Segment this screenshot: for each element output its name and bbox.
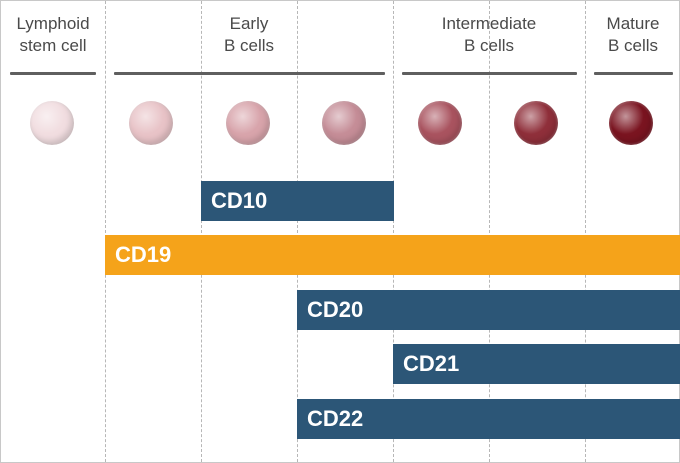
cell-intermediate-1 — [418, 101, 462, 145]
cell-early-3 — [322, 101, 366, 145]
header-line: Early — [229, 14, 269, 33]
cell-lymphoid-stem-cell — [30, 101, 74, 145]
header-line: B cells — [463, 36, 515, 55]
marker-label: CD21 — [403, 351, 460, 376]
marker-bar-cd10: CD10 — [201, 181, 394, 221]
header-lymphoid-stem-cell: Lymphoid stem cell — [1, 13, 105, 57]
header-line: Intermediate — [441, 14, 537, 33]
header-underline — [402, 72, 577, 75]
marker-label: CD19 — [115, 242, 172, 267]
cell-mature — [609, 101, 653, 145]
marker-label: CD10 — [211, 188, 268, 213]
marker-bar-cd21: CD21 — [393, 344, 680, 384]
header-mature-b-cells: Mature B cells — [585, 13, 680, 57]
stage-divider — [201, 1, 202, 462]
marker-bar-cd19: CD19 — [105, 235, 680, 275]
header-line: Mature — [606, 14, 660, 33]
cell-early-2 — [226, 101, 270, 145]
stage-divider — [489, 1, 490, 462]
marker-bar-cd22: CD22 — [297, 399, 680, 439]
header-underline — [594, 72, 673, 75]
marker-bar-cd20: CD20 — [297, 290, 680, 330]
header-intermediate-b-cells: Intermediate B cells — [393, 13, 585, 57]
stage-divider — [393, 1, 394, 462]
header-line: Lymphoid — [16, 14, 90, 33]
marker-label: CD20 — [307, 297, 364, 322]
stage-divider — [297, 1, 298, 462]
header-line: stem cell — [19, 36, 87, 55]
header-underline — [114, 72, 385, 75]
header-early-b-cells: Early B cells — [105, 13, 393, 57]
cell-intermediate-2 — [514, 101, 558, 145]
header-line: B cells — [223, 36, 275, 55]
stage-divider — [105, 1, 106, 462]
marker-label: CD22 — [307, 406, 364, 431]
cell-early-1 — [129, 101, 173, 145]
stage-divider — [585, 1, 586, 462]
header-underline — [10, 72, 96, 75]
header-line: B cells — [607, 36, 659, 55]
